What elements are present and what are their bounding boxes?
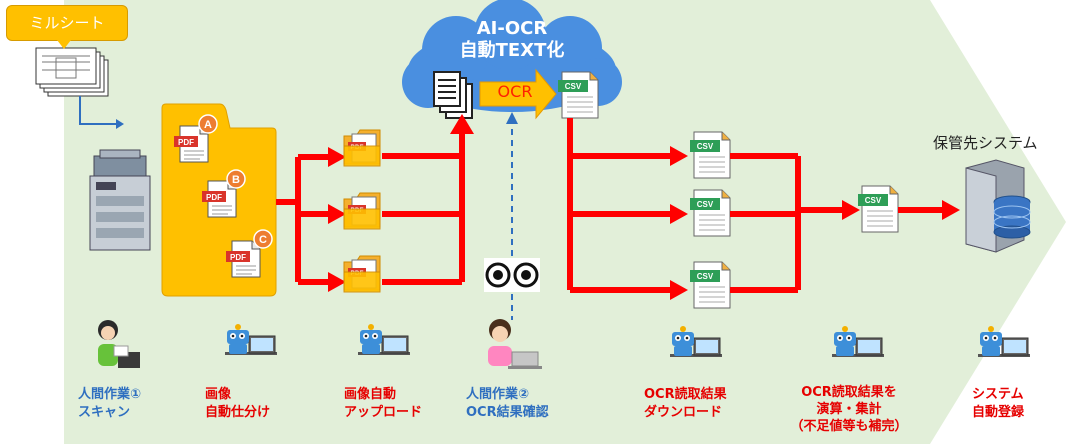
cloud-title: AI-OCR 自動TEXT化 bbox=[459, 18, 565, 61]
mill-sheet-stack bbox=[35, 47, 109, 97]
download-csv-3-icon bbox=[689, 261, 731, 309]
step-upload-label: 画像自動 アップロード bbox=[344, 387, 423, 420]
cloud-csv-icon bbox=[557, 71, 599, 119]
aggregate-csv-icon bbox=[857, 185, 899, 233]
download-csv-1-icon bbox=[689, 131, 731, 179]
ocr-arrow bbox=[479, 68, 557, 120]
step-register-label: システム 自動登録 bbox=[972, 387, 1025, 420]
ocr-label: OCR bbox=[497, 82, 533, 101]
step-check-label: 人間作業② OCR結果確認 bbox=[466, 387, 549, 420]
step-scan-label: 人間作業① スキャン bbox=[78, 387, 142, 420]
scan-arrow bbox=[79, 96, 118, 125]
system-label: 保管先システム bbox=[933, 134, 1038, 152]
background-flow-arrow bbox=[64, 0, 1066, 444]
aggregate-flow-lines bbox=[730, 153, 844, 293]
upload-flow-lines bbox=[382, 132, 465, 285]
server-icon bbox=[965, 159, 1031, 253]
document-stack-icon bbox=[433, 71, 473, 119]
copier-icon bbox=[89, 149, 151, 251]
register-arrow bbox=[942, 200, 960, 220]
sort-flow-lines bbox=[276, 154, 330, 285]
human-scan-icon bbox=[98, 320, 140, 368]
step-sort-label: 画像 自動仕分け bbox=[205, 387, 271, 420]
download-csv-2-icon bbox=[689, 189, 731, 237]
human-check-icon bbox=[488, 319, 542, 369]
doc-badge-c: C bbox=[259, 234, 267, 246]
mill-sheet-tag: ミルシート bbox=[6, 5, 128, 49]
eyes-icon bbox=[484, 258, 540, 292]
doc-badge-a: A bbox=[204, 119, 212, 131]
step-download-label: OCR読取結果 ダウンロード bbox=[644, 387, 727, 420]
step-aggregate-label: OCR読取結果を 演算・集計 （不足値等も補完） bbox=[790, 385, 908, 434]
doc-badge-b: B bbox=[232, 174, 240, 186]
download-flow-lines bbox=[567, 118, 672, 293]
